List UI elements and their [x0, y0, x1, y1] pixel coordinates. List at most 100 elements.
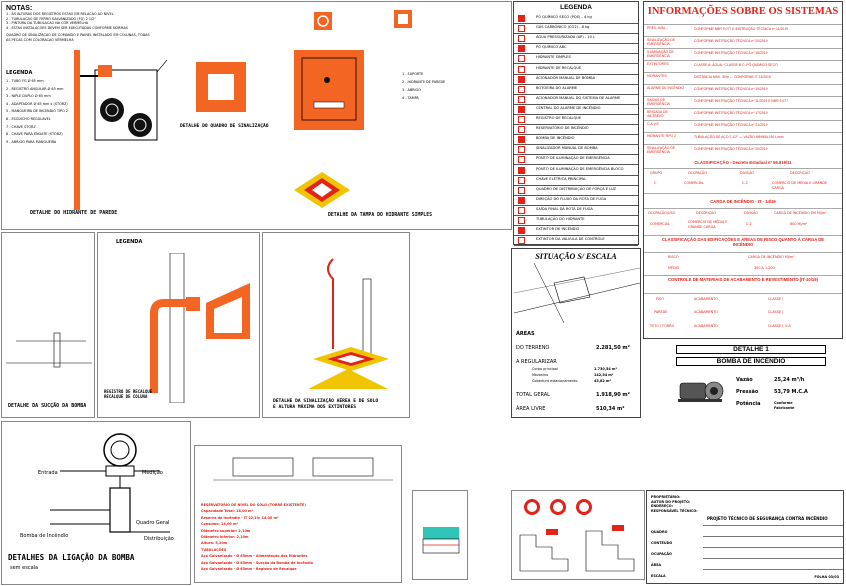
- controle-cell: ACABAMENTO: [694, 297, 718, 301]
- title-block-label: ÁREA: [651, 563, 662, 567]
- class-head: GRUPO: [650, 171, 663, 175]
- reserva-line: Aço Galvanizado - Ø 65mm - Registro de R…: [201, 567, 297, 572]
- sinalizacao-drawing: [308, 258, 389, 389]
- caption-recalque: REGISTRO DE RECALQUE RECALQUE DE COLUNA: [104, 389, 153, 399]
- pump-key: Vazão: [736, 377, 753, 383]
- info-row: PREV. AVAL.CONFORME NBR 9.077 E INSTRUÇÃ…: [644, 24, 842, 36]
- reserva-line: RESERVATÓRIO DE NÍVEL DO SOLO (TORRE EXI…: [201, 503, 306, 507]
- pump-value: 53,79 M.C.A: [774, 389, 808, 395]
- title-block-label: CONTEÚDO: [651, 541, 673, 545]
- situacao-map: [514, 263, 640, 323]
- classificacao-title: CLASSIFICAÇÃO - Decreto Estadual nº 56.8…: [694, 160, 792, 165]
- info-row-key: ILUMINAÇÃO DE EMERGÊNCIA: [647, 50, 674, 59]
- class-table: GRUPO OCUPAÇÃO DIVISÃO DESCRIÇÃO C COMER…: [644, 168, 842, 194]
- info-row: C.A.V.E.CONFORME INSTRUÇÃO TÉCNICA nº 21…: [644, 120, 842, 132]
- reserva-line: Capacidade Total: 18,00 m³: [201, 509, 254, 514]
- legend-label: ÁGUA PRESSURIZADA (AP) - 10 L: [536, 35, 596, 40]
- panel-detail-b: [511, 490, 645, 580]
- info-row-value: DISTÂNCIA MÁX. 30m — CONFORME IT 22/2019: [694, 75, 771, 79]
- carga-cell: COMÉRCIO DE MÉDIA E GRANDE CARGA: [688, 220, 728, 229]
- legend-label: ACIONADOR MANUAL DO SISTEMA DE ALARME: [536, 95, 621, 100]
- quadro-drawing: [196, 62, 246, 112]
- legenda-left-item: 5 - MANGUEIRA DE INCENDIO TIPO 2: [6, 109, 68, 114]
- legend-symbol-icon: [518, 65, 525, 73]
- legend-row: EXTINTOR DA VÁLVULA DE CONTROLE: [514, 235, 638, 247]
- pump-value: 25,24 m³/h: [774, 377, 805, 383]
- note-line: AS PECAS COM COLORACAO VERMELHA: [6, 37, 74, 42]
- legenda-left-item: 6 - ESGUICHO REGULAVEL: [6, 116, 51, 121]
- controle-cell: TETO / FORRO: [650, 324, 675, 328]
- label-bomba: Bomba de Incêndio: [20, 533, 69, 539]
- pump-icon: [678, 381, 724, 402]
- caption-hidrante: DETALHE DO HIDRANTE DE PAREDE: [30, 210, 118, 216]
- legend-label: SAÍDA FINAL DA ROTA DE FUGA: [536, 206, 593, 211]
- legenda-left-item: 2 - REGISTRO ANGULAR Ø 65 mm: [6, 86, 64, 91]
- info-row-value: CLASSE A: ÁGUA / CLASSE B C: PÓ QUÍMICO …: [694, 63, 778, 67]
- caption-sem-escala: sem escala: [10, 565, 39, 571]
- note-line: 2 - TUBULACAO DE FERRO GALVANIZADO (FG) …: [6, 16, 96, 21]
- info-row-key: BRIGADA DE INCÊNDIO: [647, 110, 668, 119]
- legend-symbol-icon: [518, 35, 525, 43]
- legend-label: HIDRANTE DE RECALQUE: [536, 65, 582, 70]
- detail-a-drawing: [422, 527, 460, 554]
- risco-cell: 300 A 1.200: [754, 266, 775, 270]
- info-row-value: CONFORME INSTRUÇÃO TÉCNICA nº 20/2019: [694, 147, 768, 151]
- areas-title: ÁREAS: [516, 331, 535, 337]
- carga-head: CARGA DE INCÊNDIO EM MJ/m²: [774, 211, 827, 215]
- note-line: 1 - AS ALTURAS DOS REGISTROS ESTAO EM RE…: [6, 12, 114, 16]
- title-block-line: PROPRIETÁRIO:: [651, 495, 681, 499]
- total-value: 1.918,90 m²: [596, 392, 630, 398]
- legenda-left-item: 7 - CHAVE STORZ: [6, 124, 36, 129]
- class-cell: C: [654, 181, 657, 185]
- tampa-drawing: [294, 172, 350, 208]
- panel-title-block: PROJETO TÉCNICO DE SEGURANÇA CONTRA INCÊ…: [646, 490, 844, 584]
- class-cell: COMERCIAL: [684, 181, 704, 185]
- legend-row: GÁS CARBÔNICO (CO2) - 6 kg: [514, 23, 638, 35]
- panel-hidrante: NOTAS: 1 - AS ALTURAS DOS REGISTROS ESTA…: [1, 1, 512, 230]
- reserva-line: Aço Galvanizado - Ø 65mm - Alimentação d…: [201, 554, 308, 559]
- legend-symbol-icon: [518, 186, 525, 194]
- class-cell: COMÉRCIO DE MÉDIA E GRANDE CARGA: [772, 181, 827, 190]
- detail-b-drawing: [519, 499, 635, 572]
- reserva-line: Aço Galvanizado - Ø 65mm - Sucção da Bom…: [201, 560, 313, 565]
- info-row-key: ALARME DE INCÊNDIO: [647, 86, 685, 90]
- info-row-key: EXTINTORES: [647, 62, 669, 66]
- legend-symbol-icon: [518, 206, 525, 214]
- legend-row: EXTINTOR DE INCÊNDIO: [514, 225, 638, 237]
- legend-label: HIDRANTE SIMPLES: [536, 55, 571, 60]
- a-regularizar: A REGULARIZAR: [516, 359, 557, 365]
- legend-row: ACIONADOR MANUAL DO SISTEMA DE ALARME: [514, 94, 638, 105]
- carga-table: OCUPAÇÃO/USO DESCRIÇÃO DIVISÃO CARGA DE …: [644, 208, 842, 236]
- notes: NOTAS: 1 - AS ALTURAS DOS REGISTROS ESTA…: [6, 5, 150, 43]
- info-row-key: SAÍDAS DE EMERGÊNCIA: [647, 98, 670, 107]
- legend-row: HIDRANTE SIMPLES: [514, 53, 638, 65]
- risco-cell: MÉDIO: [668, 266, 680, 270]
- class-cell: C-2: [742, 181, 748, 185]
- caption-tampa: DETALHE DA TAMPA DO HIDRANTE SIMPLES: [328, 213, 432, 218]
- legend-label: BOTOEIRA DO ALARME: [536, 85, 578, 90]
- legend-label: CHAVE ELÉTRICA PRINCIPAL: [536, 176, 587, 181]
- legend-symbol-icon: [518, 156, 525, 164]
- situacao-title: SITUAÇÃO S/ ESCALA: [535, 252, 617, 261]
- reservatorio-drawing: [213, 457, 393, 481]
- reserva-line: Consumo: 14,00 m³: [201, 522, 238, 527]
- class-head: DIVISÃO: [740, 171, 755, 175]
- info-row-value: CONFORME INSTRUÇÃO TÉCNICA nº 21/2019: [694, 123, 768, 127]
- carga-head: DIVISÃO: [744, 211, 759, 215]
- class-head: DESCRIÇÃO: [790, 171, 810, 175]
- legend-row: CHAVE ELÉTRICA PRINCIPAL: [514, 175, 638, 186]
- info-row-value: CONFORME NBR 9.077 E INSTRUÇÃO TÉCNICA n…: [694, 27, 789, 31]
- sign-icon: [394, 10, 412, 28]
- legend-symbol-icon: [518, 95, 525, 103]
- legend-label: EXTINTOR DE INCÊNDIO: [536, 227, 580, 232]
- legend-label: RESERVATÓRIO DE INCÊNDIO: [536, 126, 589, 131]
- title-block-grid: [703, 525, 843, 581]
- label-text: 2 - HIDRANTE DE PAREDE: [402, 80, 446, 84]
- title-block-lines: PROPRIETÁRIO:AUTOR DO PROJETO:ENDEREÇO:R…: [651, 495, 698, 513]
- label-text: 4 - TAMPA: [402, 96, 419, 100]
